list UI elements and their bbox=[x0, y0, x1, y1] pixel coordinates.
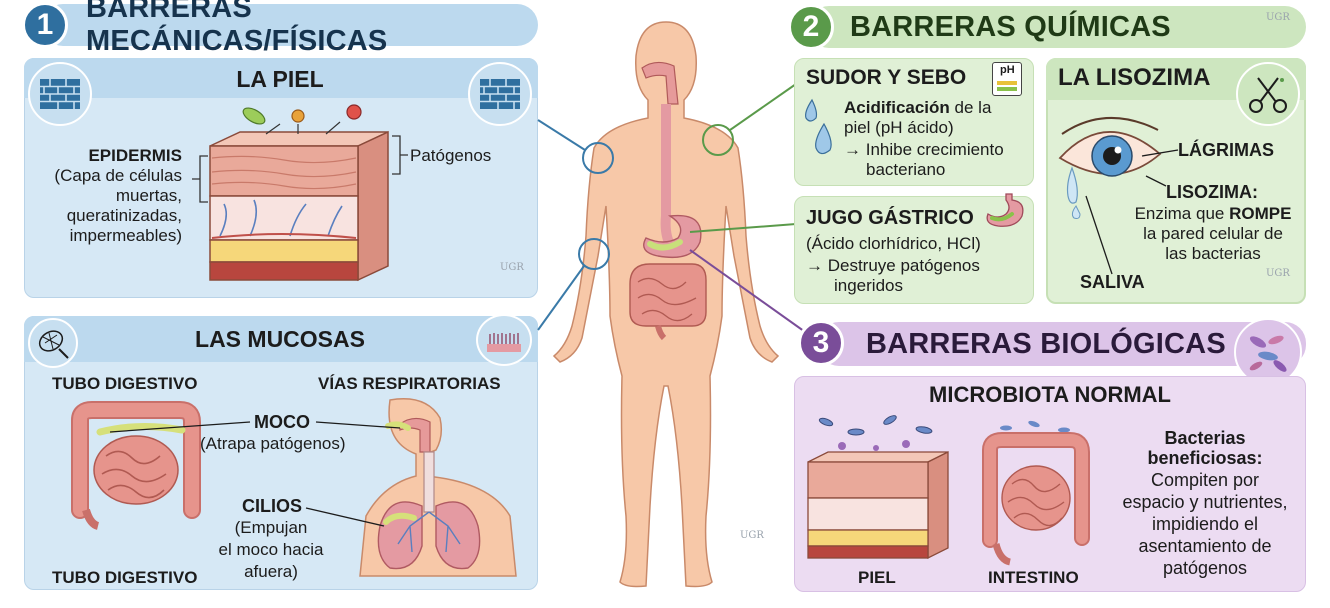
jugo-line1: (Ácido clorhídrico, HCl) bbox=[806, 234, 981, 253]
bacterias-title-2: beneficiosas: bbox=[1147, 448, 1263, 468]
epidermis-desc-1: (Capa de células bbox=[54, 166, 182, 185]
ph-strip-icon: pH bbox=[992, 62, 1022, 96]
cilios-pointer-line bbox=[305, 507, 385, 527]
stomach-icon bbox=[986, 193, 1024, 227]
epidermis-desc-3: queratinizadas, bbox=[66, 206, 182, 225]
piel-title-bar bbox=[24, 58, 538, 98]
microbiota-title: MICROBIOTA NORMAL bbox=[929, 382, 1171, 407]
epidermis-desc-2: muertas, bbox=[115, 186, 182, 205]
lisozima-desc-1-pre: Enzima que bbox=[1134, 204, 1230, 223]
section3-number: 3 bbox=[798, 320, 844, 366]
ugr-watermark: UGR bbox=[740, 530, 764, 541]
skin-microbiota-illustration bbox=[807, 415, 949, 560]
microbiota-intestino-label: INTESTINO bbox=[988, 568, 1079, 587]
patogenos-bracket bbox=[392, 135, 408, 175]
ugr-watermark: UGR bbox=[500, 262, 524, 273]
water-drops-icon bbox=[805, 98, 832, 155]
jugo-panel bbox=[794, 196, 1034, 304]
jugo-line2: → Destruye patógenos bbox=[806, 256, 980, 275]
intestine-microbiota-illustration bbox=[982, 420, 1090, 566]
moco-label: MOCO bbox=[254, 412, 310, 432]
bacterias-desc-1: Compiten por bbox=[1150, 470, 1260, 490]
epidermis-bracket bbox=[192, 155, 208, 203]
ugr-watermark: UGR bbox=[1266, 268, 1290, 279]
lisozima-pointer-lines bbox=[1085, 149, 1179, 275]
eye-illustration bbox=[1058, 116, 1162, 219]
sudor-title: SUDOR Y SEBO bbox=[806, 66, 967, 89]
bacterias-desc-5: patógenos bbox=[1162, 558, 1248, 578]
scissors-icon bbox=[1236, 62, 1300, 126]
jugo-title: JUGO GÁSTRICO bbox=[806, 207, 974, 229]
cilios-desc-3: afuera) bbox=[244, 562, 298, 581]
sudor-line2: piel (pH ácido) bbox=[844, 118, 954, 137]
brick-wall-icon bbox=[468, 62, 532, 126]
respiratory-illustration bbox=[359, 398, 517, 577]
piel-title: LA PIEL bbox=[236, 66, 324, 92]
bacterias-desc-2: espacio y nutrientes, bbox=[1122, 492, 1288, 512]
lagrimas-label: LÁGRIMAS bbox=[1178, 140, 1274, 160]
lisozima-desc-1-bold: ROMPE bbox=[1229, 204, 1292, 223]
human-body-illustration bbox=[552, 21, 780, 588]
sudor-line1-rest: de la bbox=[949, 98, 992, 117]
sudor-line1: Acidificación de la bbox=[844, 98, 991, 118]
lisozima-desc-3: las bacterias bbox=[1165, 244, 1261, 263]
section2-title: BARRERAS QUÍMICAS bbox=[850, 10, 1171, 43]
bacterias-desc-4: asentamiento de bbox=[1138, 536, 1272, 556]
section1-title: BARRERAS MECÁNICAS/FÍSICAS bbox=[86, 0, 388, 57]
lisozima-label: LISOZIMA: bbox=[1166, 182, 1258, 202]
sudor-line1-bold: Acidificación bbox=[844, 98, 950, 117]
lisozima-desc-1: Enzima que ROMPE bbox=[1118, 204, 1308, 224]
bacterias-title-1: Bacterias bbox=[1164, 428, 1246, 448]
epidermis-label: EPIDERMIS bbox=[88, 146, 182, 165]
vias-respiratorias-label: VÍAS RESPIRATORIAS bbox=[318, 374, 501, 393]
tubo-digestivo-bottom-label: TUBO DIGESTIVO bbox=[52, 568, 198, 587]
sudor-line4: bacteriano bbox=[866, 160, 946, 179]
mucosas-title: LAS MUCOSAS bbox=[195, 326, 365, 352]
mucosas-title-bar bbox=[24, 316, 538, 362]
section1-number: 1 bbox=[22, 2, 68, 48]
section3-title: BARRERAS BIOLÓGICAS bbox=[866, 327, 1226, 360]
ph-label: pH bbox=[1000, 64, 1015, 76]
tubo-digestivo-top-label: TUBO DIGESTIVO bbox=[52, 374, 198, 393]
section3-header: BARRERAS BIOLÓGICAS bbox=[818, 322, 1306, 366]
epidermis-desc-4: impermeables) bbox=[69, 226, 182, 245]
sudor-line3: → Inhibe crecimiento bbox=[844, 140, 1004, 159]
intestine-illustration bbox=[71, 401, 201, 530]
net-icon bbox=[28, 318, 78, 368]
cilia-icon bbox=[476, 314, 532, 366]
ugr-watermark: UGR bbox=[1266, 12, 1290, 23]
cilios-desc-1: (Empujan bbox=[234, 518, 308, 537]
lisozima-desc-2: la pared celular de bbox=[1143, 224, 1283, 243]
section2-header: BARRERAS QUÍMICAS bbox=[808, 6, 1306, 48]
moco-pointer-lines bbox=[109, 421, 401, 433]
cilios-label: CILIOS bbox=[242, 496, 303, 516]
saliva-label: SALIVA bbox=[1080, 272, 1145, 292]
patogenos-label: Patógenos bbox=[410, 146, 492, 165]
moco-desc: (Atrapa patógenos) bbox=[200, 434, 346, 453]
bacteria-icon bbox=[1234, 318, 1302, 386]
microbiota-piel-label: PIEL bbox=[858, 568, 896, 587]
pathogens-icon bbox=[242, 104, 362, 135]
section1-header: BARRERAS MECÁNICAS/FÍSICAS bbox=[42, 0, 538, 57]
cilios-desc-2: el moco hacia bbox=[218, 540, 324, 559]
skin-cross-section bbox=[209, 130, 389, 282]
lisozima-title: LA LISOZIMA bbox=[1058, 64, 1211, 91]
brick-wall-icon bbox=[28, 62, 92, 126]
bacterias-desc-3: impidiendo el bbox=[1151, 514, 1259, 534]
section2-number: 2 bbox=[788, 4, 834, 50]
jugo-line3: ingeridos bbox=[834, 276, 903, 295]
